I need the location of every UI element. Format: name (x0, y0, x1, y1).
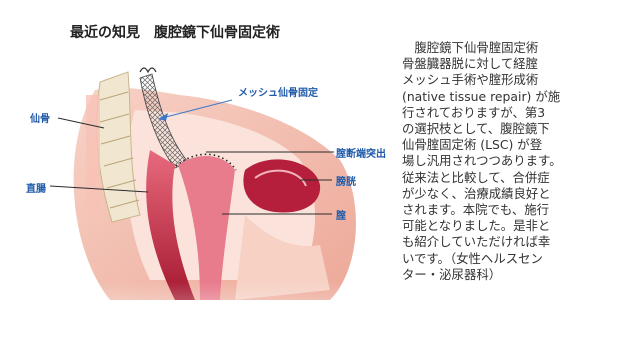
label-mesh-sacral-fixation: メッシュ仙骨固定 (238, 84, 318, 99)
mesh-fixation-stitch (140, 68, 156, 72)
description-text: 腹腔鏡下仙骨腟固定術 骨盤臓器脱に対して経腟 メッシュ手術や腟形成術 (nati… (402, 40, 617, 283)
label-vaginal-vault-prolapse: 腟断端突出 (336, 145, 386, 160)
label-sacrum: 仙骨 (30, 110, 50, 125)
label-vagina: 腟 (336, 207, 346, 222)
label-rectum: 直腸 (26, 180, 46, 195)
label-bladder: 膀胱 (336, 173, 356, 188)
